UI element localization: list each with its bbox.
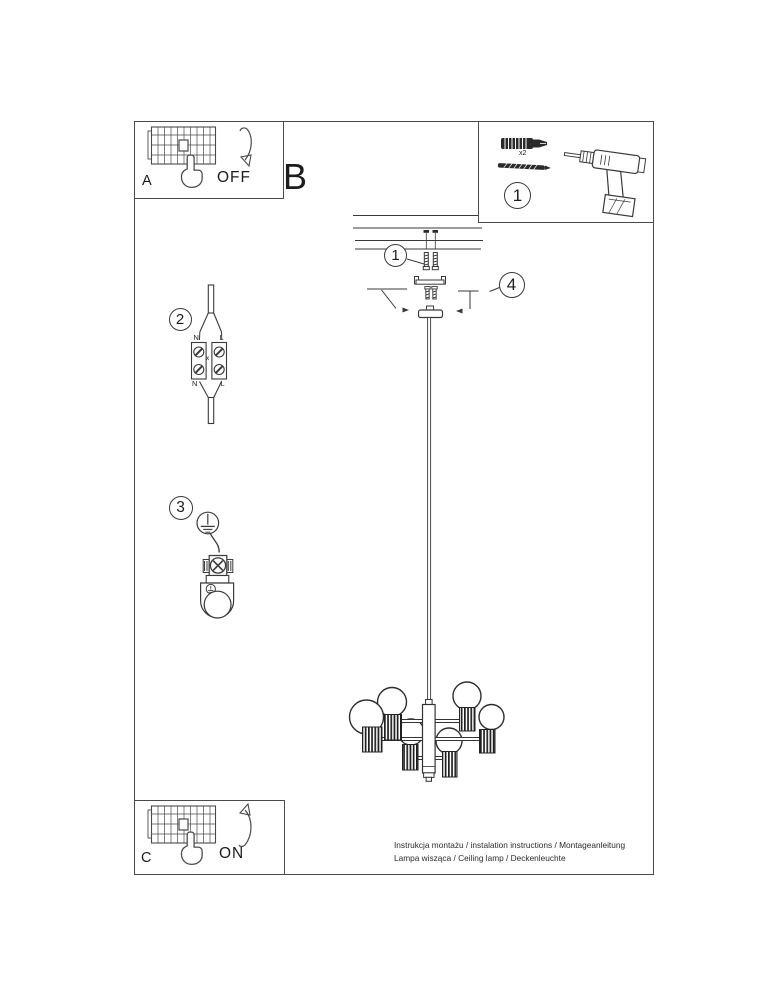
terminal-label-middle: x [206,355,210,362]
mounting-screws-icon [406,252,439,271]
arrow-right-icon [402,307,409,313]
on-label: ON [219,845,245,862]
canopy-icon [417,305,444,319]
callout-tools: 1 [504,182,531,209]
arrow-left-icon [456,308,463,314]
terminal-screw-icon [193,346,225,376]
terminal-label-l-bottom: L [220,378,225,388]
lamp-column [421,699,436,782]
sheet-border [134,121,654,875]
terminal-label-l-top: L [219,332,224,342]
step-letter-c: C [141,850,152,866]
off-label: OFF [217,169,251,186]
mounting-bracket-icon [414,276,446,300]
step-box-power-on: C ON [134,800,285,875]
screw-icon [497,163,551,170]
tools-box: x2 [478,121,654,223]
breaker-panel-icon [147,805,217,844]
ceiling-cross-section [353,214,483,250]
hand-icon [180,154,203,188]
callout-ground: 3 [168,495,193,520]
anchor-quantity-label: x2 [519,150,527,157]
mounting-plate-icon [200,574,235,619]
lamp-shades [362,707,496,778]
breaker-panel-icon [147,126,217,165]
pendant-lamp [348,681,505,782]
anchor-mark-icon [432,230,438,233]
callout-screws: 1 [384,244,407,267]
wall-anchor-icon [501,138,547,149]
arrow-down-icon [239,127,252,168]
arrow-up-icon [238,802,252,848]
suspension-wire [427,317,432,700]
callout-terminal: 2 [168,308,192,331]
earth-symbol-icon [196,511,220,535]
footer-caption-line2: Lampa wisząca / Ceiling lamp / Deckenleu… [394,852,566,863]
anchor-mark-icon [423,230,429,233]
footer-caption-line1: Instrukcja montażu / instalation instruc… [394,840,626,850]
tools-illustration [497,138,647,218]
terminal-label-n-bottom: N [192,378,198,388]
step-letter-a: A [142,173,152,189]
canopy-leader-lines [367,287,500,314]
hand-icon [180,831,203,865]
breaker-off-illustration [147,126,252,188]
terminal-label-n-top: N [193,332,199,342]
callout-canopy: 4 [498,271,525,298]
ground-terminal-icon [202,554,234,577]
drill-icon [563,149,647,218]
step-box-power-off: A OFF [134,121,284,199]
terminal-block-diagram [190,284,228,425]
ground-connection-diagram [196,511,235,619]
step-letter-b: B [283,156,308,197]
breaker-on-illustration [147,802,252,865]
